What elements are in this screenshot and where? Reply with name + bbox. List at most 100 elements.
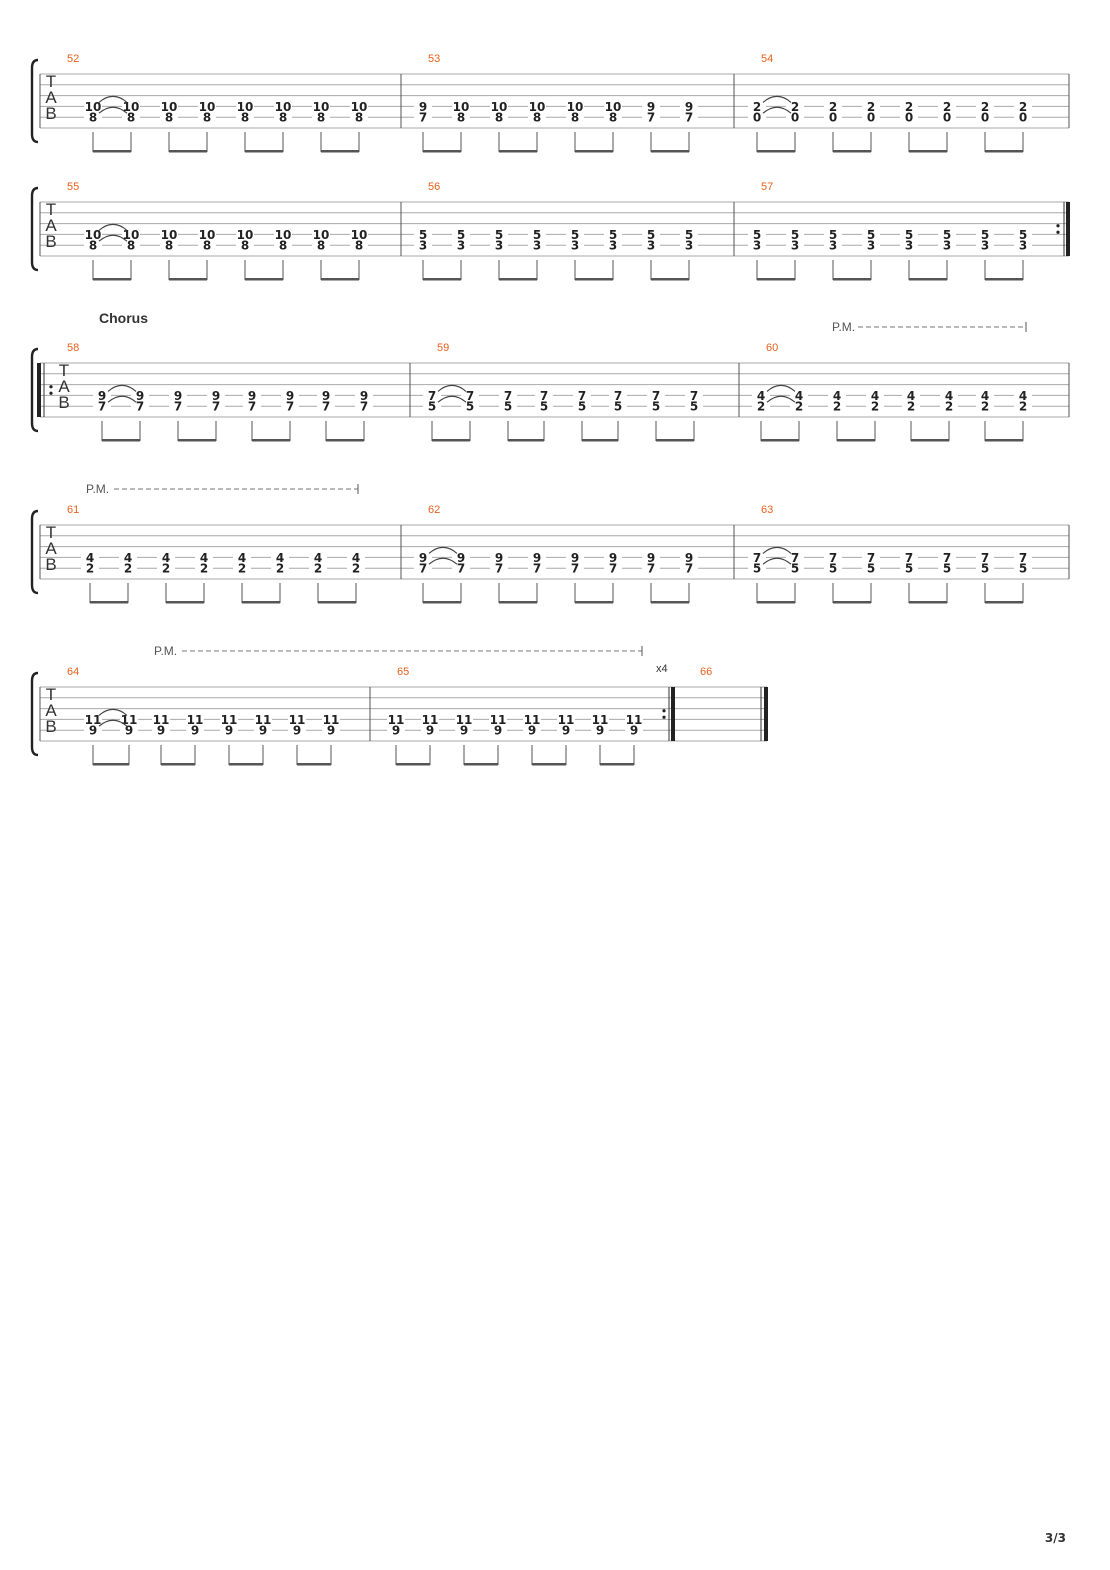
fret-number-d-string: 9 — [360, 389, 368, 403]
measure-number: 54 — [761, 53, 773, 65]
eighth-beam — [396, 763, 430, 766]
eighth-beam — [464, 763, 498, 766]
tab-clef-letter: A — [45, 88, 57, 107]
fret-number-d-string: 7 — [1019, 551, 1027, 565]
fret-mask — [642, 100, 660, 126]
fret-number-d-string: 9 — [685, 551, 693, 565]
fret-number-a-string: 7 — [571, 562, 579, 576]
fret-number-a-string: 0 — [943, 111, 951, 125]
fret-number-d-string: 10 — [351, 228, 368, 242]
tie-arc — [762, 95, 792, 103]
fret-number-a-string: 7 — [685, 562, 693, 576]
page-number: 3/3 — [1045, 1531, 1066, 1545]
measure-number: 55 — [67, 181, 79, 193]
fret-mask — [528, 551, 546, 577]
fret-mask — [84, 100, 102, 126]
fret-number-d-string: 9 — [136, 389, 144, 403]
fret-mask — [900, 551, 918, 577]
tie-arc — [98, 708, 128, 716]
fret-mask — [119, 551, 137, 577]
fret-number-d-string: 4 — [314, 551, 322, 565]
eighth-beam — [321, 278, 359, 281]
fret-number-d-string: 11 — [187, 713, 204, 727]
eighth-beam — [575, 601, 613, 604]
fret-number-a-string: 9 — [225, 724, 233, 738]
fret-number-a-string: 5 — [943, 562, 951, 576]
fret-number-d-string: 7 — [466, 389, 474, 403]
fret-mask — [186, 713, 204, 739]
fret-mask — [452, 100, 470, 126]
fret-number-d-string: 10 — [85, 228, 102, 242]
fret-number-a-string: 5 — [867, 562, 875, 576]
fret-mask — [131, 389, 149, 415]
fret-number-a-string: 8 — [533, 111, 541, 125]
fret-mask — [786, 228, 804, 254]
eighth-beam — [102, 439, 140, 442]
fret-number-a-string: 9 — [157, 724, 165, 738]
tie-arc — [107, 384, 137, 392]
fret-number-a-string: 8 — [241, 239, 249, 253]
fret-mask — [160, 228, 178, 254]
fret-number-d-string: 4 — [833, 389, 841, 403]
eighth-beam — [757, 278, 795, 281]
fret-number-d-string: 5 — [571, 228, 579, 242]
measure-number: 52 — [67, 53, 79, 65]
fret-mask — [120, 713, 138, 739]
fret-number-a-string: 5 — [578, 400, 586, 414]
fret-number-d-string: 9 — [248, 389, 256, 403]
fret-mask — [122, 100, 140, 126]
palm-mute-label: P.M. — [832, 320, 855, 334]
palm-mute-label: P.M. — [86, 482, 109, 496]
eighth-beam — [169, 278, 207, 281]
fret-number-a-string: 2 — [871, 400, 879, 414]
end-repeat-thick-bar — [1066, 202, 1070, 256]
fret-number-d-string: 9 — [174, 389, 182, 403]
fret-number-a-string: 7 — [322, 400, 330, 414]
eighth-beam — [90, 601, 128, 604]
eighth-beam — [161, 763, 195, 766]
fret-number-d-string: 10 — [567, 100, 584, 114]
fret-number-a-string: 7 — [609, 562, 617, 576]
fret-number-a-string: 7 — [457, 562, 465, 576]
fret-number-a-string: 5 — [1019, 562, 1027, 576]
repeat-count: x4 — [656, 663, 668, 675]
fret-number-d-string: 10 — [199, 100, 216, 114]
fret-mask — [824, 228, 842, 254]
start-repeat-thick-bar — [37, 363, 41, 417]
palm-mute-label: P.M. — [154, 644, 177, 658]
fret-number-d-string: 11 — [85, 713, 102, 727]
fret-number-d-string: 7 — [943, 551, 951, 565]
fret-number-a-string: 9 — [630, 724, 638, 738]
eighth-beam — [651, 150, 689, 153]
fret-mask — [862, 100, 880, 126]
fret-number-a-string: 8 — [203, 239, 211, 253]
fret-mask — [523, 713, 541, 739]
fret-number-d-string: 5 — [419, 228, 427, 242]
eighth-beam — [985, 278, 1023, 281]
fret-number-d-string: 4 — [86, 551, 94, 565]
fret-number-d-string: 10 — [529, 100, 546, 114]
fret-number-d-string: 10 — [491, 100, 508, 114]
fret-number-d-string: 9 — [419, 551, 427, 565]
eighth-beam — [499, 278, 537, 281]
fret-mask — [866, 389, 884, 415]
fret-mask — [902, 389, 920, 415]
fret-mask — [976, 389, 994, 415]
fret-number-a-string: 3 — [943, 239, 951, 253]
fret-number-a-string: 5 — [540, 400, 548, 414]
fret-mask — [938, 551, 956, 577]
fret-number-a-string: 9 — [460, 724, 468, 738]
fret-number-a-string: 7 — [286, 400, 294, 414]
tie-arc — [428, 546, 458, 554]
fret-number-d-string: 11 — [289, 713, 306, 727]
eighth-beam — [656, 439, 694, 442]
measure-number: 57 — [761, 181, 773, 193]
fret-number-a-string: 3 — [609, 239, 617, 253]
tab-system: TAB5510810810810810810810810856535353535… — [30, 181, 1070, 281]
tie-arc — [98, 223, 128, 231]
fret-number-a-string: 5 — [829, 562, 837, 576]
